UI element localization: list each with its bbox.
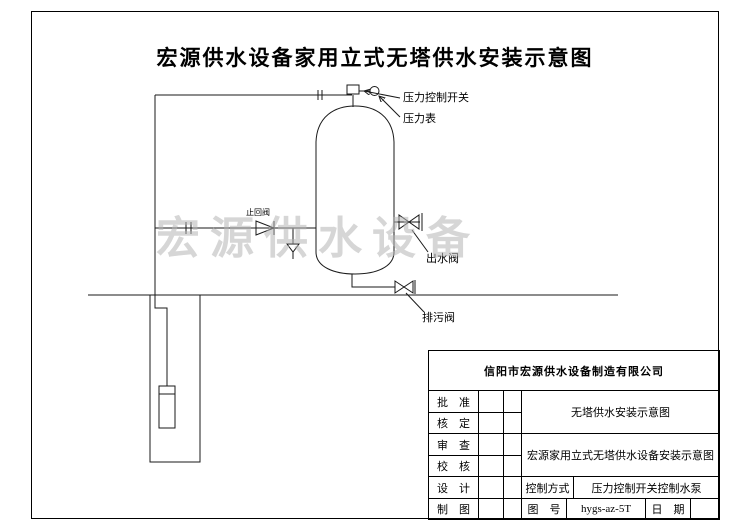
company-name: 信阳市宏源供水设备制造有限公司 — [428, 350, 720, 391]
title-block: 信阳市宏源供水设备制造有限公司 批 准 无塔供水安装示意图 核 定 审 查 宏源… — [428, 350, 720, 520]
titleblock-empty-cell — [503, 412, 522, 434]
well-shaft — [150, 295, 200, 462]
riser-pipe — [155, 95, 167, 386]
titleblock-empty-cell — [503, 390, 522, 413]
check-valve — [256, 221, 274, 235]
design-label: 设 计 — [428, 476, 479, 499]
review-label: 审 查 — [428, 433, 479, 456]
drain-valve-label: 排污阀 — [422, 310, 455, 324]
check-valve-label: 止回阀 — [246, 207, 270, 217]
proofread-label: 校 核 — [428, 455, 479, 477]
doc-title-primary: 无塔供水安装示意图 — [521, 390, 720, 434]
titleblock-empty-cell — [478, 412, 504, 434]
drawing-number-value: hygs-az-5T — [566, 498, 646, 520]
date-label: 日 期 — [645, 498, 691, 520]
drain-valve-leader — [406, 293, 424, 312]
drain-pipe — [352, 274, 395, 287]
pressure-switch-leader — [364, 91, 400, 98]
pressure-switch — [347, 85, 359, 94]
drain-valve — [404, 281, 413, 293]
tee-drain-valve — [287, 244, 299, 252]
titleblock-empty-cell — [503, 498, 522, 520]
drawing-number-label: 图 号 — [521, 498, 567, 520]
titleblock-empty-cell — [503, 433, 522, 456]
titleblock-empty-cell — [503, 455, 522, 477]
titleblock-empty-cell — [478, 498, 504, 520]
outlet-valve-label: 出水阀 — [426, 251, 459, 265]
pressure-gauge-leader — [379, 96, 400, 117]
titleblock-empty-cell — [478, 433, 504, 456]
pressure-tank — [316, 106, 394, 274]
titleblock-empty-cell — [478, 476, 504, 499]
approve-label: 批 准 — [428, 390, 479, 413]
date-empty-cell — [690, 498, 720, 520]
drain-valve — [395, 281, 404, 293]
doc-title-secondary: 宏源家用立式无塔供水设备安装示意图 — [521, 433, 720, 477]
pressure-gauge-label: 压力表 — [403, 111, 436, 125]
outlet-valve — [399, 215, 409, 229]
submersible-pump — [159, 386, 175, 428]
control-method-label: 控制方式 — [521, 476, 574, 499]
outlet-valve — [409, 215, 419, 229]
drafting-label: 制 图 — [428, 498, 479, 520]
verify-label: 核 定 — [428, 412, 479, 434]
drawing-title: 宏源供水设备家用立式无塔供水安装示意图 — [156, 46, 594, 70]
control-method-value: 压力控制开关控制水泵 — [573, 476, 720, 499]
pressure-switch-label: 压力控制开关 — [403, 90, 469, 104]
titleblock-empty-cell — [478, 390, 504, 413]
drawing-border — [31, 11, 719, 519]
titleblock-empty-cell — [478, 455, 504, 477]
outlet-valve-leader — [412, 230, 428, 252]
titleblock-empty-cell — [503, 476, 522, 499]
